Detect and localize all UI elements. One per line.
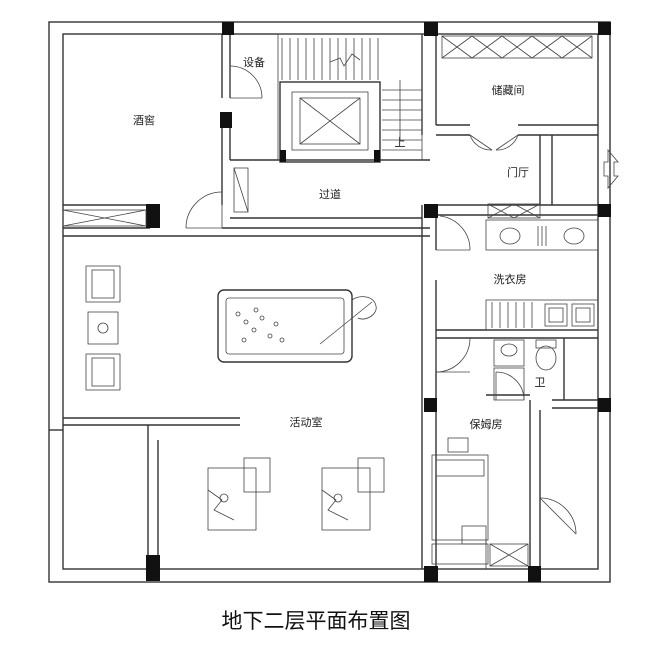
label-activity-room: 活动室 xyxy=(290,415,323,429)
label-bathroom: 卫 xyxy=(535,376,546,389)
seating xyxy=(85,265,121,391)
structural-columns xyxy=(146,22,611,582)
elevator xyxy=(279,81,381,163)
label-storage: 储藏间 xyxy=(492,83,525,97)
outer-walls xyxy=(48,21,611,583)
label-foyer: 门厅 xyxy=(507,165,529,179)
label-equipment: 设备 xyxy=(243,55,265,69)
billiard-table xyxy=(217,289,377,363)
desks xyxy=(207,457,385,531)
doors xyxy=(185,65,577,535)
label-laundry: 洗衣房 xyxy=(494,272,527,286)
storage-shelving xyxy=(441,35,593,59)
plan-title: 地下二层平面布置图 xyxy=(222,609,411,633)
label-wine-cellar: 酒窖 xyxy=(133,113,155,127)
label-corridor: 过道 xyxy=(319,187,341,201)
nanny-furniture xyxy=(431,437,529,567)
bathroom-fixtures xyxy=(493,339,557,401)
entrance-arrow-icon xyxy=(603,148,619,190)
staircase xyxy=(277,33,423,161)
label-stair-up: 上 xyxy=(395,136,406,149)
wine-shelf xyxy=(62,209,147,227)
laundry-fixtures xyxy=(485,203,599,331)
label-nanny-room: 保姆房 xyxy=(470,417,503,431)
interior-walls xyxy=(49,34,598,569)
